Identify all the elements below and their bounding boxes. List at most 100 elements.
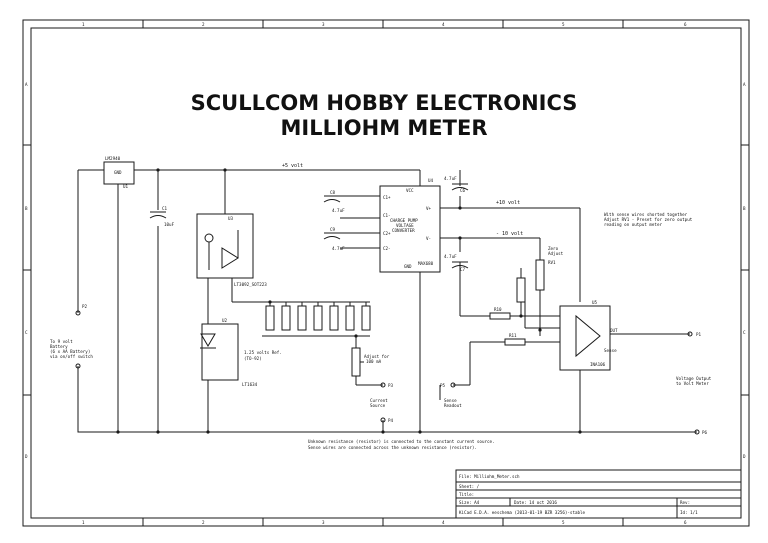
r10-ref: R10 bbox=[494, 307, 502, 312]
u3-part: LT3092_SOT223 bbox=[234, 282, 267, 287]
resistor bbox=[329, 305, 339, 331]
note-voltage-output: Voltage Output to Volt Meter bbox=[676, 376, 712, 386]
trimmer-rv2: Adjust for 100 mA bbox=[351, 347, 390, 377]
row-label: C bbox=[743, 330, 746, 335]
u5-part: INA106 bbox=[590, 362, 606, 367]
junctions bbox=[116, 168, 582, 434]
resistor bbox=[361, 305, 371, 331]
connector-p6: P6 bbox=[694, 429, 708, 435]
c9-ref: C9 bbox=[330, 227, 336, 232]
regulator-pin: GND bbox=[114, 170, 122, 175]
c7-ref: C7 bbox=[460, 267, 466, 272]
regulator-unit: U1 bbox=[123, 184, 129, 189]
title-block: File: Milliohm_Meter.sch Sheet: / Title:… bbox=[455, 469, 742, 519]
col-label: 3 bbox=[322, 520, 325, 525]
note-line: Source bbox=[370, 403, 386, 408]
rv1-ref: RV1 bbox=[548, 260, 556, 265]
tb-kicad: KiCad E.D.A. eeschema (2013-01-19 BZR 32… bbox=[459, 510, 586, 515]
u4-desc: CONVERTER bbox=[392, 228, 415, 233]
net-plus10: +10 volt bbox=[496, 200, 520, 206]
resistor-r10: R10 bbox=[489, 307, 511, 320]
pin-label: VCC bbox=[406, 188, 414, 193]
pin-label: C2+ bbox=[383, 231, 391, 236]
col-label: 2 bbox=[202, 520, 205, 525]
inner-frame bbox=[30, 27, 742, 519]
connector-p5: P5 bbox=[440, 382, 456, 388]
c8-value: 4.7uF bbox=[332, 208, 345, 213]
tb-size: Size: A4 bbox=[459, 500, 480, 505]
resistor bbox=[313, 305, 323, 331]
pin-label: V+ bbox=[426, 206, 432, 211]
u5-sense: Sense bbox=[604, 348, 617, 353]
resistor bbox=[265, 305, 275, 331]
note-line: Current bbox=[370, 398, 388, 403]
note-current-source: Current Source bbox=[370, 398, 388, 408]
u5-out: OUT bbox=[610, 328, 618, 333]
tb-date: Date: 14 oct 2016 bbox=[514, 500, 557, 505]
note-line: via on/off switch bbox=[50, 354, 93, 359]
c8-ref: C8 bbox=[330, 190, 336, 195]
wires bbox=[77, 169, 697, 433]
note-line: Readout bbox=[444, 403, 462, 408]
u3-lt3092: U3 LT3092_SOT223 bbox=[204, 216, 267, 287]
tb-id: Id: 1/1 bbox=[680, 510, 698, 515]
zero-label: Zero bbox=[548, 246, 559, 251]
outer-frame bbox=[22, 19, 750, 527]
note-line: (6 x AA Battery) bbox=[50, 349, 90, 354]
connector-p4: P4 bbox=[380, 417, 394, 423]
p1-label: P1 bbox=[696, 332, 702, 337]
connector-p3: P3 bbox=[380, 382, 394, 388]
c1-value: 10uF bbox=[164, 222, 175, 227]
col-label: 6 bbox=[684, 22, 687, 27]
row-label: A bbox=[743, 82, 746, 87]
pin-label: C2- bbox=[383, 246, 391, 251]
note-zero-adjust: With sense wires shorted together Adjust… bbox=[604, 212, 693, 227]
note-line: Battery bbox=[50, 344, 68, 349]
col-label: 3 bbox=[322, 22, 325, 27]
col-label: 5 bbox=[562, 22, 565, 27]
connector-p1: P1 bbox=[687, 331, 702, 337]
note-line: reading on output meter bbox=[604, 222, 662, 227]
pin-label: GND bbox=[404, 264, 412, 269]
pin-label: C1- bbox=[383, 213, 391, 218]
resistor bbox=[345, 305, 355, 331]
trimmer-rv1: Zero Adjust RV1 bbox=[516, 246, 564, 303]
capacitor-c6: 4.7uF C6 bbox=[444, 176, 469, 193]
u4-desc: CHARGE PUMP bbox=[390, 218, 418, 223]
net-plus5: +5 volt bbox=[282, 163, 303, 169]
u4-ref: U4 bbox=[428, 178, 434, 183]
note-line: Sense wires are connected across the unk… bbox=[308, 445, 477, 450]
u2-desc: 1.25 volts Ref. bbox=[244, 350, 282, 355]
note-line: Voltage Output bbox=[676, 376, 712, 381]
p5-label: P5 bbox=[440, 383, 446, 388]
note-bottom: Unknown resistance (resistor) is connect… bbox=[308, 439, 495, 450]
tb-rev: Rev: bbox=[680, 500, 690, 505]
border-ticks bbox=[23, 20, 749, 526]
title-line-1: SCULLCOM HOBBY ELECTRONICS bbox=[191, 91, 578, 115]
note-line: Unknown resistance (resistor) is connect… bbox=[308, 439, 495, 444]
resistor bbox=[281, 305, 291, 331]
c9-value: 4.7uF bbox=[332, 246, 345, 251]
col-label: 2 bbox=[202, 22, 205, 27]
tb-sheet: Sheet: / bbox=[459, 484, 480, 489]
c6-value: 4.7uF bbox=[444, 176, 457, 181]
u3-ref: U3 bbox=[228, 216, 234, 221]
col-label: 5 bbox=[562, 520, 565, 525]
row-label: B bbox=[25, 206, 28, 211]
note-line: Adjust RV1 - Preset for zero output bbox=[604, 217, 693, 222]
title-line-2: MILLIOHM METER bbox=[280, 116, 487, 140]
pin-label: V- bbox=[426, 236, 431, 241]
border-labels: 1 2 3 4 5 6 1 2 3 4 5 6 A B C D A B C D bbox=[25, 22, 746, 525]
resistor-r11: R11 bbox=[504, 333, 526, 346]
resistor bbox=[297, 305, 307, 331]
capacitor-c1: C1 10uF bbox=[149, 206, 175, 227]
c1-ref: C1 bbox=[162, 206, 168, 211]
capacitor-c7: 4.7uF C7 bbox=[444, 254, 469, 272]
col-label: 1 bbox=[82, 22, 85, 27]
row-label: B bbox=[743, 206, 746, 211]
capacitor-c8: C8 4.7uF bbox=[323, 190, 345, 213]
note-line: To 9 volt bbox=[50, 339, 73, 344]
c7-value: 4.7uF bbox=[444, 254, 457, 259]
u5-ina106: U5 OUT Sense INA106 bbox=[575, 300, 618, 367]
